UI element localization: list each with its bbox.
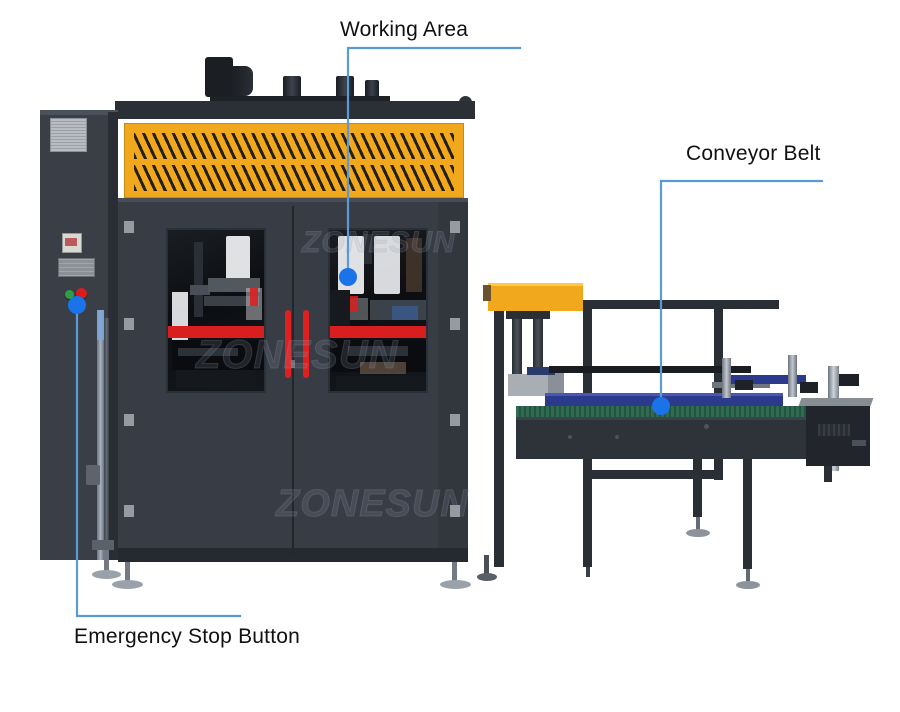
- conveyor-foot-3-stem: [586, 567, 590, 577]
- hinge-left-mid: [124, 318, 134, 330]
- callout-label-conveyor-belt: Conveyor Belt: [686, 142, 821, 165]
- support-leg-5: [824, 466, 832, 482]
- guide-post-1: [722, 358, 731, 398]
- entry-cover-bracket: [483, 285, 491, 301]
- top-motor-unit: [205, 57, 233, 97]
- side-rail-outer: [97, 310, 104, 560]
- hinge-right-top: [450, 221, 460, 233]
- hinge-left-top: [124, 221, 134, 233]
- conveyor-foot-2-stem: [746, 569, 750, 583]
- door-window-right: [328, 228, 428, 393]
- support-leg-2: [583, 479, 592, 567]
- nameplate: [58, 258, 95, 277]
- red-stop-button[interactable]: [76, 288, 87, 299]
- entry-actuator-cyl: [527, 367, 555, 375]
- hinge-right-low: [450, 414, 460, 426]
- entry-guard-crossbar: [506, 311, 550, 319]
- belt-surface: [516, 406, 806, 417]
- control-column-foot-stem: [104, 550, 109, 572]
- side-rail-blue-top: [97, 310, 104, 340]
- door-seam: [292, 206, 294, 554]
- green-start-button[interactable]: [65, 290, 74, 299]
- side-rail-bracket: [86, 465, 100, 485]
- hazard-slot-row-bottom: [134, 165, 454, 191]
- conveyor-foot-1-stem: [696, 517, 700, 531]
- entry-actuator-block: [548, 372, 564, 398]
- conveyor-upper-guide-bar: [549, 366, 751, 373]
- cabinet-foot-mid-stem: [484, 555, 489, 577]
- hazard-slot-row-top: [134, 133, 454, 159]
- conveyor-frame-upright-left: [583, 300, 592, 480]
- top-crossbar: [210, 96, 390, 102]
- support-leg-3: [693, 459, 702, 517]
- yellow-entry-cover: [488, 283, 583, 311]
- hinge-left-bottom: [124, 505, 134, 517]
- guide-post-bracket-1: [735, 380, 753, 390]
- yellow-entry-cover-edge: [488, 283, 583, 286]
- conveyor-frame-bolt-2: [615, 435, 619, 439]
- cabinet-foot-right-stem: [452, 562, 457, 582]
- guide-post-bracket-2: [800, 382, 818, 393]
- entry-guard-post-right: [533, 311, 543, 379]
- control-panel-vent: [50, 118, 87, 152]
- drive-motor-top: [798, 398, 874, 406]
- cabinet-foot-left-pad: [112, 580, 143, 589]
- cabinet-foot-right-pad: [440, 580, 471, 589]
- top-cylinder-1: [283, 76, 301, 100]
- control-column-foot-pad: [92, 570, 121, 579]
- control-column-shadow: [108, 112, 118, 560]
- conveyor-foot-1-pad: [686, 529, 710, 537]
- door-handle-right[interactable]: [303, 310, 309, 378]
- hinge-center-marker: [287, 360, 295, 368]
- side-rail-base: [92, 540, 114, 550]
- entry-guard-post-left: [512, 311, 522, 379]
- cabinet-roof: [115, 101, 475, 119]
- conveyor-frame-side-hi: [516, 417, 806, 420]
- conveyor-foot-2-pad: [736, 581, 760, 589]
- hinge-left-low: [124, 414, 134, 426]
- conveyor-frame-side: [516, 417, 806, 459]
- cabinet-body-top-edge: [118, 198, 468, 202]
- cabinet-foot-mid-pad: [477, 573, 497, 581]
- conveyor-frame-bottom: [583, 470, 723, 479]
- side-rail-inner: [104, 318, 109, 563]
- interior-red-bar-left: [168, 326, 264, 338]
- hinge-right-mid: [450, 318, 460, 330]
- guide-post-2: [788, 355, 797, 397]
- guide-rail-near-top: [545, 393, 783, 396]
- hinge-right-bottom: [450, 505, 460, 517]
- support-leg-1: [494, 311, 504, 567]
- outfeed-rail-clamp: [839, 374, 859, 386]
- door-handle-left[interactable]: [285, 310, 291, 378]
- interior-red-bar-right: [330, 326, 426, 338]
- conveyor-frame-bolt-1: [568, 435, 572, 439]
- drive-motor-shaft: [852, 440, 866, 446]
- warning-sticker-mark: [65, 238, 77, 246]
- callout-label-working-area: Working Area: [340, 18, 469, 41]
- conveyor-frame-bolt-3: [704, 424, 709, 429]
- top-motor-cable: [231, 66, 253, 96]
- support-leg-4: [743, 459, 752, 569]
- door-window-left: [166, 228, 266, 393]
- drive-motor-vent: [818, 424, 850, 436]
- control-column-edge: [40, 110, 118, 115]
- cabinet-foot-left-stem: [125, 562, 130, 582]
- conveyor-frame-top: [583, 300, 779, 309]
- callout-label-emergency-stop-button: Emergency Stop Button: [74, 625, 300, 648]
- entry-actuator-body: [508, 374, 556, 396]
